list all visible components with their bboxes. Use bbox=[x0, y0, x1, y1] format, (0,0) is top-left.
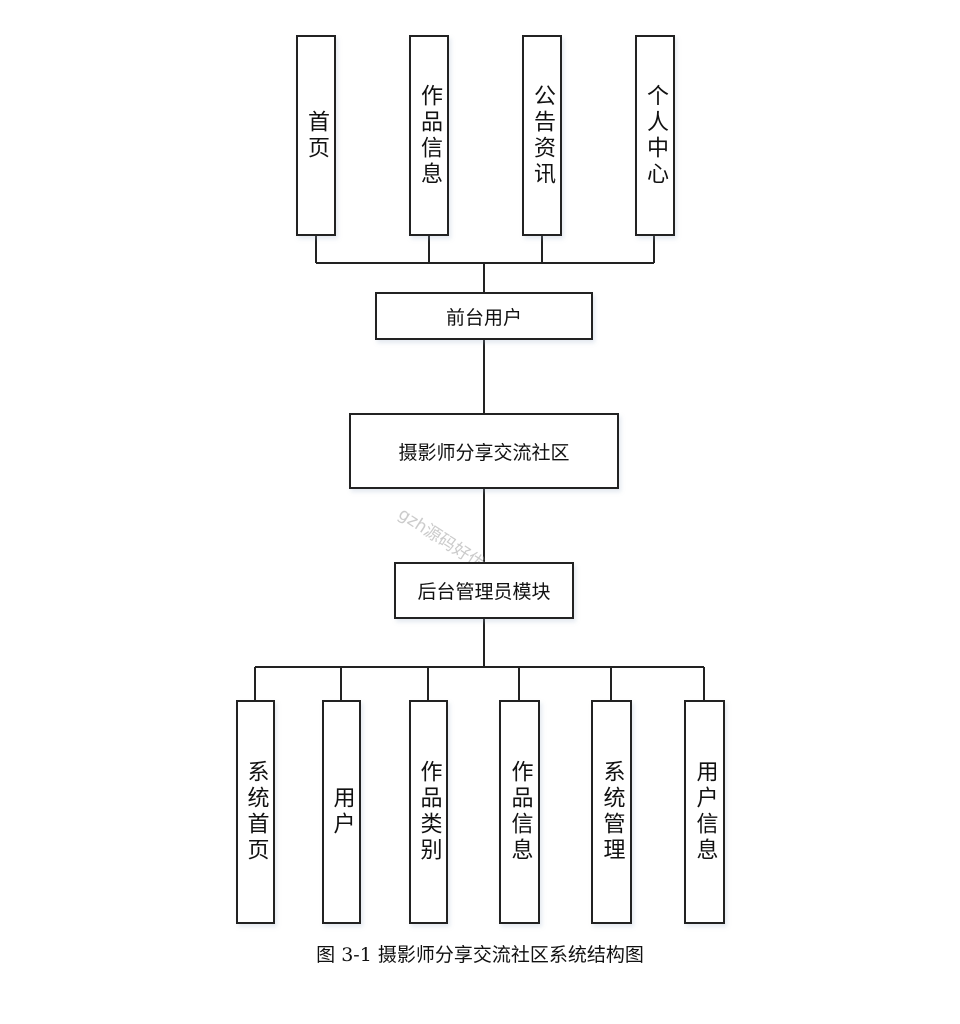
box-label: 后台管理员模块 bbox=[417, 581, 551, 603]
box-label: 作品信息 bbox=[507, 760, 533, 864]
admin-item-system-home: 系统首页 bbox=[236, 700, 275, 924]
box-label: 公告资讯 bbox=[530, 83, 555, 188]
box-label: 系统首页 bbox=[243, 760, 269, 864]
system-box: 摄影师分享交流社区 bbox=[349, 413, 619, 489]
box-label: 前台用户 bbox=[445, 306, 522, 329]
box-label: 作品信息 bbox=[417, 83, 442, 188]
admin-item-work-category: 作品类别 bbox=[409, 700, 448, 924]
front-item-news: 公告资讯 bbox=[522, 35, 562, 236]
admin-item-work-info: 作品信息 bbox=[499, 700, 540, 924]
admin-item-user: 用户 bbox=[322, 700, 361, 924]
front-item-profile: 个人中心 bbox=[635, 35, 675, 236]
admin-module-box: 后台管理员模块 bbox=[394, 562, 574, 619]
box-label: 系统管理 bbox=[599, 760, 625, 864]
admin-item-system-management: 系统管理 bbox=[591, 700, 632, 924]
front-user-box: 前台用户 bbox=[375, 292, 593, 340]
front-item-works: 作品信息 bbox=[409, 35, 449, 236]
admin-item-user-info: 用户信息 bbox=[684, 700, 725, 924]
box-label: 摄影师分享交流社区 bbox=[398, 441, 570, 464]
box-label: 作品类别 bbox=[416, 760, 442, 864]
front-item-home: 首页 bbox=[296, 35, 336, 236]
figure-caption: 图 3-1 摄影师分享交流社区系统结构图 bbox=[316, 944, 644, 966]
box-label: 用户信息 bbox=[692, 760, 718, 864]
box-label: 首页 bbox=[304, 109, 329, 162]
box-label: 个人中心 bbox=[643, 83, 668, 188]
box-label: 用户 bbox=[329, 786, 355, 838]
